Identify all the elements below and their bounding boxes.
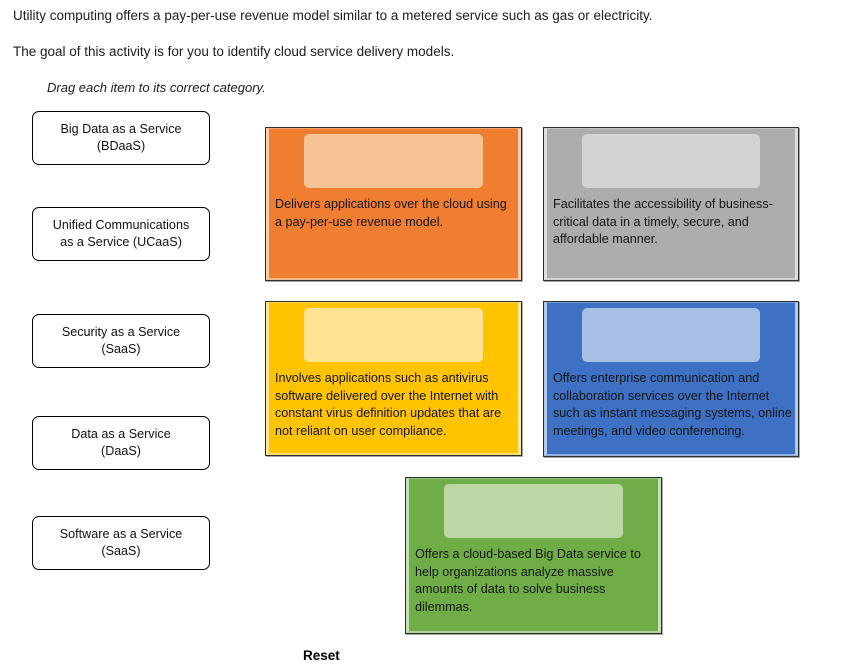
dropzone-gray[interactable] <box>582 134 760 188</box>
drop-target-card-orange[interactable]: Delivers applications over the cloud usi… <box>265 127 522 281</box>
drag-item-security-saas[interactable]: Security as a Service (SaaS) <box>32 314 210 368</box>
drag-item-label-line1: Security as a Service <box>61 325 181 339</box>
drag-item-label-line2: (SaaS) <box>101 544 141 558</box>
card-description-orange: Delivers applications over the cloud usi… <box>275 197 507 229</box>
card-description-blue: Offers enterprise communication and coll… <box>553 371 792 438</box>
card-bevel <box>544 128 798 280</box>
dropzone-green[interactable] <box>444 484 623 538</box>
drag-item-label-line1: Software as a Service <box>59 527 183 541</box>
dropzone-blue[interactable] <box>582 308 760 362</box>
card-bevel <box>266 128 521 280</box>
dropzone-orange[interactable] <box>304 134 483 188</box>
drop-target-card-gray[interactable]: Facilitates the accessibility of busines… <box>543 127 799 281</box>
drag-item-label-line2: (SaaS) <box>101 342 141 356</box>
card-description-gray: Facilitates the accessibility of busines… <box>553 197 773 246</box>
drop-target-card-green[interactable]: Offers a cloud-based Big Data service to… <box>405 477 662 634</box>
drag-item-bdaas[interactable]: Big Data as a Service (BDaaS) <box>32 111 210 165</box>
drag-item-label-line1: Data as a Service <box>71 427 171 441</box>
dropzone-yellow[interactable] <box>304 308 483 362</box>
drag-item-ucaas[interactable]: Unified Communications as a Service (UCa… <box>32 207 210 261</box>
card-description-yellow: Involves applications such as antivirus … <box>275 371 502 438</box>
card-description-green: Offers a cloud-based Big Data service to… <box>415 547 641 614</box>
intro-paragraph-2: The goal of this activity is for you to … <box>13 44 455 59</box>
card-bevel <box>544 302 798 456</box>
drag-item-label-line1: Big Data as a Service <box>60 122 182 136</box>
drag-instruction: Drag each item to its correct category. <box>47 80 266 95</box>
reset-button[interactable]: Reset <box>303 648 340 663</box>
card-bevel <box>406 478 661 633</box>
drag-item-label-line2: (BDaaS) <box>96 139 146 153</box>
drag-item-daas[interactable]: Data as a Service (DaaS) <box>32 416 210 470</box>
drop-target-card-yellow[interactable]: Involves applications such as antivirus … <box>265 301 522 456</box>
card-bevel <box>266 302 521 455</box>
drag-item-software-saas[interactable]: Software as a Service (SaaS) <box>32 516 210 570</box>
intro-paragraph-1: Utility computing offers a pay-per-use r… <box>13 8 653 23</box>
drag-item-label-line2: (DaaS) <box>101 444 141 458</box>
drag-item-label-line2: as a Service (UCaaS) <box>60 235 182 249</box>
drop-target-card-blue[interactable]: Offers enterprise communication and coll… <box>543 301 799 457</box>
drag-item-label-line1: Unified Communications <box>52 218 190 232</box>
